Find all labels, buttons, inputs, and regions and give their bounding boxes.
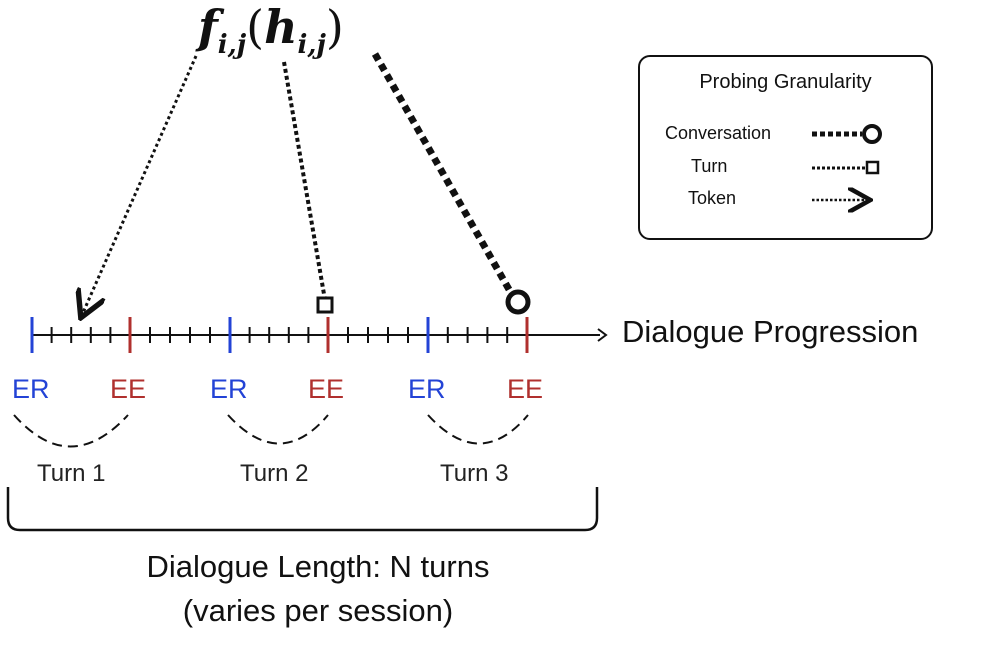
role-er-3: ER [408, 374, 446, 404]
legend-item-turn: Turn [691, 156, 728, 176]
dialogue-length-bracket [6, 487, 599, 532]
formula-open-paren: ( [246, 0, 265, 54]
caption-line-2: (varies per session) [182, 593, 454, 628]
probing-granularity-legend: Probing Granularity [638, 55, 933, 240]
formula-h-subscript: i,j [297, 30, 326, 60]
turn-label-1: Turn 1 [37, 460, 106, 487]
legend-item-conversation: Conversation [665, 123, 772, 143]
axis-label: Dialogue Progression [622, 314, 919, 349]
role-ee-2: EE [308, 374, 345, 404]
turn-2-arc [227, 414, 329, 445]
role-ee-1: EE [110, 374, 147, 404]
formula-f-subscript: i,j [217, 30, 247, 60]
role-ee-3: EE [507, 374, 544, 404]
conversation-probe-line [371, 52, 515, 295]
turn-3-arc [427, 414, 529, 445]
token-ticks [30, 317, 529, 353]
probe-function-formula: fi,j(hi,j) [198, 0, 344, 60]
turn-probe-line [282, 61, 327, 301]
legend-circle-icon [862, 124, 882, 144]
dialogue-length-caption: Dialogue Length: N turns (varies per ses… [0, 545, 636, 633]
conversation-probe-circle-icon [505, 289, 531, 315]
legend-square-icon [865, 160, 880, 175]
turn-label-2: Turn 2 [240, 460, 309, 487]
timeline-arrowhead-icon [597, 328, 608, 342]
legend-item-token: Token [688, 188, 737, 208]
role-er-1: ER [12, 374, 50, 404]
token-probe-line [82, 55, 198, 315]
turn-1-arc [13, 414, 129, 448]
turn-label-3: Turn 3 [440, 460, 509, 487]
caption-line-1: Dialogue Length: N turns [146, 549, 490, 584]
turn-probe-square-icon [316, 296, 334, 314]
role-er-2: ER [210, 374, 248, 404]
formula-h: h [264, 0, 298, 54]
formula-f: f [198, 0, 218, 54]
legend-title: Probing Granularity [699, 71, 872, 93]
formula-close-paren: ) [325, 0, 344, 54]
